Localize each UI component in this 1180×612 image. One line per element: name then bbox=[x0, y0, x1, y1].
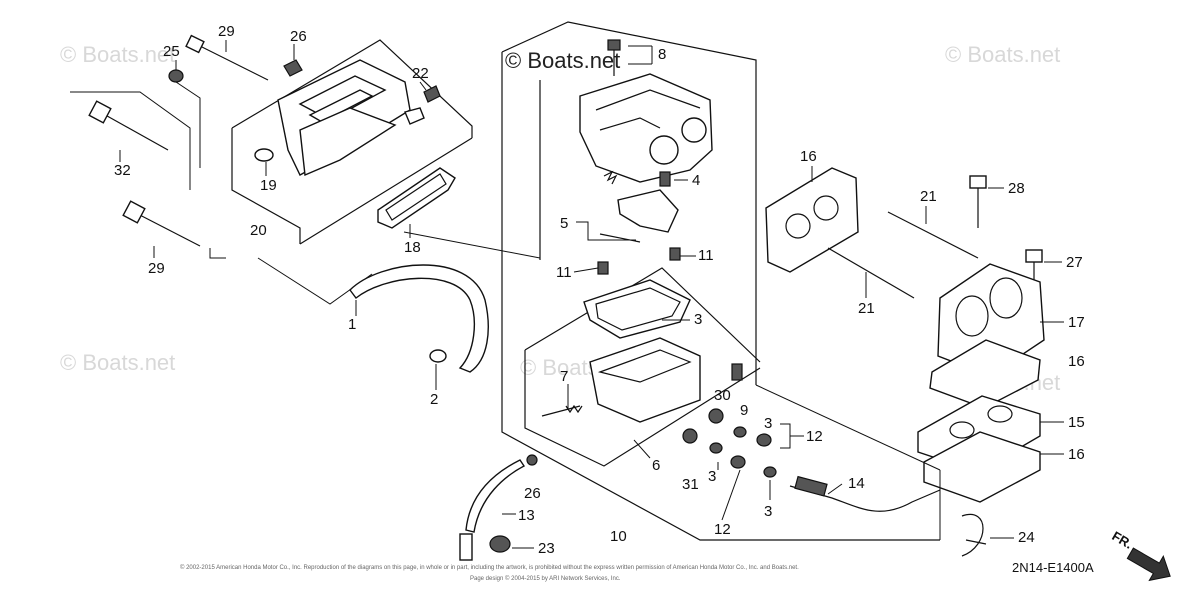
callout-16-a: 16 bbox=[800, 148, 817, 165]
callout-22: 22 bbox=[412, 65, 429, 82]
screw-8 bbox=[607, 39, 621, 51]
callout-16-c: 16 bbox=[1068, 446, 1085, 463]
gasket-16-bottom bbox=[923, 431, 1041, 503]
screw-4 bbox=[659, 171, 671, 187]
callout-11-a: 11 bbox=[556, 264, 572, 281]
callout-4: 4 bbox=[692, 172, 700, 189]
watermark-top-left: © Boats.net bbox=[60, 42, 175, 67]
callout-16-b: 16 bbox=[1068, 353, 1085, 370]
gasket-16-lower bbox=[929, 339, 1041, 409]
callout-25: 25 bbox=[163, 43, 180, 60]
lever-5 bbox=[617, 189, 679, 233]
grommet-19 bbox=[254, 148, 274, 162]
callout-3-d: 3 bbox=[764, 503, 772, 520]
screw-11-right bbox=[669, 247, 681, 261]
watermark-top-center: © Boats.net bbox=[505, 48, 620, 73]
washer-3-c bbox=[763, 466, 777, 478]
bolt-12-a bbox=[756, 433, 772, 447]
callout-17: 17 bbox=[1068, 314, 1085, 331]
callout-6: 6 bbox=[652, 457, 660, 474]
callout-28: 28 bbox=[1008, 180, 1025, 197]
bolt-29-top bbox=[195, 43, 269, 81]
callout-7: 7 bbox=[560, 368, 568, 385]
breather-hose bbox=[349, 264, 489, 373]
bolt-32 bbox=[99, 111, 169, 151]
callout-13: 13 bbox=[518, 507, 535, 524]
callout-12-b: 12 bbox=[714, 521, 731, 538]
gasket-16-top bbox=[765, 167, 859, 273]
front-direction-indicator: FR. bbox=[1110, 528, 1171, 582]
screw-11-left bbox=[597, 261, 609, 275]
callout-27: 27 bbox=[1066, 254, 1083, 271]
callout-26-a: 26 bbox=[290, 28, 307, 45]
washer-3-a bbox=[733, 426, 747, 438]
direction-label: FR. bbox=[1110, 528, 1136, 551]
callout-14: 14 bbox=[848, 475, 865, 492]
carburetor-group bbox=[501, 21, 940, 541]
screw-9 bbox=[731, 363, 743, 381]
silencer-gasket bbox=[377, 167, 456, 229]
callout-9: 9 bbox=[740, 402, 748, 419]
callout-23: 23 bbox=[538, 540, 555, 557]
callout-10: 10 bbox=[610, 528, 627, 545]
callout-3-a: 3 bbox=[694, 311, 702, 328]
callout-2: 2 bbox=[430, 391, 438, 408]
callout-29-a: 29 bbox=[218, 23, 235, 40]
watermark-mid-left: © Boats.net bbox=[60, 350, 175, 375]
bolt-12-b bbox=[730, 455, 746, 469]
cable-14 bbox=[789, 485, 941, 512]
callout-21-a: 21 bbox=[920, 188, 937, 205]
clip-24 bbox=[961, 513, 987, 557]
callout-26-b: 26 bbox=[524, 485, 541, 502]
callout-15: 15 bbox=[1068, 414, 1085, 431]
diagram-code: 2N14-E1400A bbox=[1012, 560, 1094, 575]
intake-silencer-group bbox=[70, 34, 541, 305]
callout-5: 5 bbox=[560, 215, 568, 232]
tube-clamp-23 bbox=[489, 535, 511, 553]
callout-8: 8 bbox=[658, 46, 666, 63]
bolt-29-bottom bbox=[133, 211, 201, 247]
drain-tube-end bbox=[459, 533, 473, 561]
callout-24: 24 bbox=[1018, 529, 1035, 546]
callout-1: 1 bbox=[348, 316, 356, 333]
washer-3-b bbox=[709, 442, 723, 454]
nut-26-top bbox=[283, 59, 303, 77]
callout-labels: 1 2 3 3 3 3 4 5 6 7 8 9 10 11 11 12 12 1… bbox=[114, 23, 1085, 557]
callout-12-a: 12 bbox=[806, 428, 823, 445]
clip-22 bbox=[423, 85, 441, 103]
stud-21-bottom bbox=[827, 247, 915, 299]
callout-19: 19 bbox=[260, 177, 277, 194]
copyright-line-2: Page design © 2004-2015 by ARI Network S… bbox=[470, 575, 621, 582]
screw-31 bbox=[682, 428, 698, 444]
washer-25 bbox=[168, 69, 184, 83]
bowl-gasket bbox=[583, 279, 691, 339]
hose-clamp-2 bbox=[429, 349, 447, 363]
intake-manifold-group bbox=[755, 167, 1045, 557]
callout-3-b: 3 bbox=[764, 415, 772, 432]
callout-21-b: 21 bbox=[858, 300, 875, 317]
callout-29-b: 29 bbox=[148, 260, 165, 277]
stud-21-top bbox=[887, 211, 979, 259]
intake-manifold bbox=[937, 263, 1045, 377]
callout-32: 32 bbox=[114, 162, 131, 179]
callout-3-c: 3 bbox=[708, 468, 716, 485]
callout-20: 20 bbox=[250, 222, 267, 239]
screw-7 bbox=[541, 405, 581, 417]
watermark-top-right: © Boats.net bbox=[945, 42, 1060, 67]
clip-26-bottom bbox=[526, 454, 538, 466]
callout-30: 30 bbox=[714, 387, 731, 404]
callout-leaders bbox=[119, 40, 1064, 549]
callout-18: 18 bbox=[404, 239, 421, 256]
drain-tube bbox=[465, 459, 526, 533]
direction-arrow-icon bbox=[1126, 547, 1171, 582]
copyright-line-1: © 2002-2015 American Honda Motor Co., In… bbox=[180, 564, 799, 571]
callout-31: 31 bbox=[682, 476, 699, 493]
screw-30 bbox=[708, 408, 724, 424]
callout-11-b: 11 bbox=[698, 247, 714, 264]
